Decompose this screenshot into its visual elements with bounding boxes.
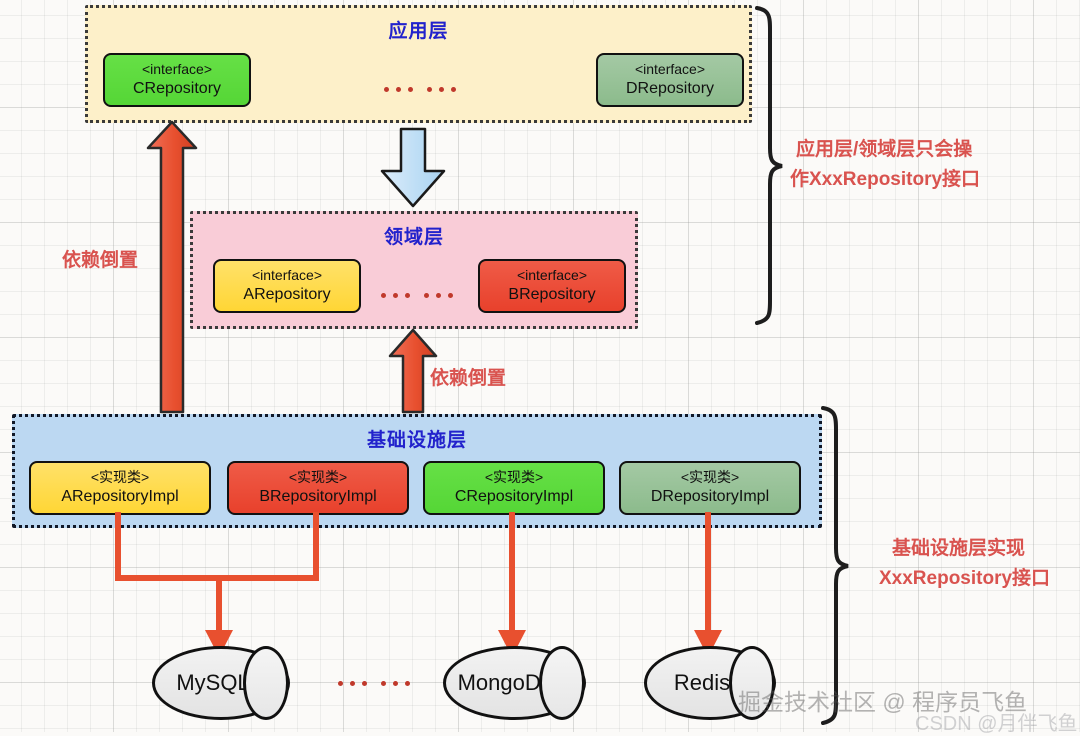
database-mongodb[interactable]: MongoDB	[443, 646, 586, 720]
database-redis[interactable]: Redis	[644, 646, 776, 720]
watermark-secondary: CSDN @月伴飞鱼	[915, 713, 1078, 735]
node-drepositoryimpl-stereotype: <实现类>	[680, 469, 740, 486]
impl-to-redis-connector	[694, 512, 722, 657]
application-layer: 应用层 <interface> CRepository <interface> …	[85, 5, 752, 123]
domain-layer-title: 领域层	[383, 227, 444, 248]
node-brepositoryimpl-stereotype: <实现类>	[288, 469, 348, 486]
impl-to-mysql-connector	[115, 512, 319, 636]
node-arepository-stereotype: <interface>	[251, 267, 323, 284]
node-drepositoryimpl[interactable]: <实现类> DRepositoryImpl	[619, 461, 801, 515]
app-layer-ellipsis	[384, 87, 456, 92]
domain-layer-ellipsis	[381, 293, 453, 298]
node-drepository-stereotype: <interface>	[634, 61, 706, 78]
node-brepository-stereotype: <interface>	[516, 267, 588, 284]
domain-layer: 领域层 <interface> ARepository <interface> …	[190, 211, 638, 329]
node-arepository[interactable]: <interface> ARepository	[213, 259, 361, 313]
database-mysql[interactable]: MySQL	[152, 646, 290, 720]
annotation-top-line1: 应用层/领域层只会操	[796, 139, 973, 160]
node-drepository-name: DRepository	[625, 79, 715, 97]
node-crepository-name: CRepository	[132, 79, 222, 97]
impl-to-mongodb-connector	[498, 512, 526, 657]
node-drepository[interactable]: <interface> DRepository	[596, 53, 744, 107]
dip-label-left: 依赖倒置	[62, 250, 139, 271]
node-drepositoryimpl-name: DRepositoryImpl	[650, 487, 770, 505]
node-crepositoryimpl-stereotype: <实现类>	[484, 469, 544, 486]
node-brepositoryimpl[interactable]: <实现类> BRepositoryImpl	[227, 461, 409, 515]
infrastructure-layer: 基础设施层 <实现类> ARepositoryImpl <实现类> BRepos…	[12, 414, 822, 528]
annotation-bottom-line1: 基础设施层实现	[892, 538, 1026, 559]
dependency-inversion-arrow-left	[146, 120, 198, 414]
annotation-top-line2: 作XxxRepository接口	[790, 169, 981, 190]
node-brepositoryimpl-name: BRepositoryImpl	[259, 487, 377, 505]
node-brepository-name: BRepository	[508, 285, 596, 303]
node-arepository-name: ARepository	[243, 285, 331, 303]
application-to-domain-arrow	[380, 127, 446, 208]
node-crepositoryimpl-name: CRepositoryImpl	[454, 487, 574, 505]
node-arepositoryimpl-name: ARepositoryImpl	[61, 487, 179, 505]
node-crepositoryimpl[interactable]: <实现类> CRepositoryImpl	[423, 461, 605, 515]
node-arepositoryimpl-stereotype: <实现类>	[90, 469, 150, 486]
node-crepository[interactable]: <interface> CRepository	[103, 53, 251, 107]
node-brepository[interactable]: <interface> BRepository	[478, 259, 626, 313]
node-crepository-stereotype: <interface>	[141, 61, 213, 78]
annotation-bottom-line2: XxxRepository接口	[879, 568, 1051, 589]
application-layer-title: 应用层	[388, 21, 449, 42]
bracket-top	[755, 6, 783, 325]
database-redis-label: Redis	[673, 670, 731, 695]
database-ellipsis	[338, 681, 410, 686]
bracket-bottom	[821, 406, 849, 725]
watermark-primary: 掘金技术社区 @ 程序员飞鱼	[738, 689, 1028, 715]
database-mysql-label: MySQL	[176, 670, 250, 695]
dip-label-middle: 依赖倒置	[430, 368, 507, 389]
infrastructure-layer-title: 基础设施层	[366, 430, 467, 451]
database-mongodb-label: MongoDB	[457, 670, 556, 695]
node-arepositoryimpl[interactable]: <实现类> ARepositoryImpl	[29, 461, 211, 515]
